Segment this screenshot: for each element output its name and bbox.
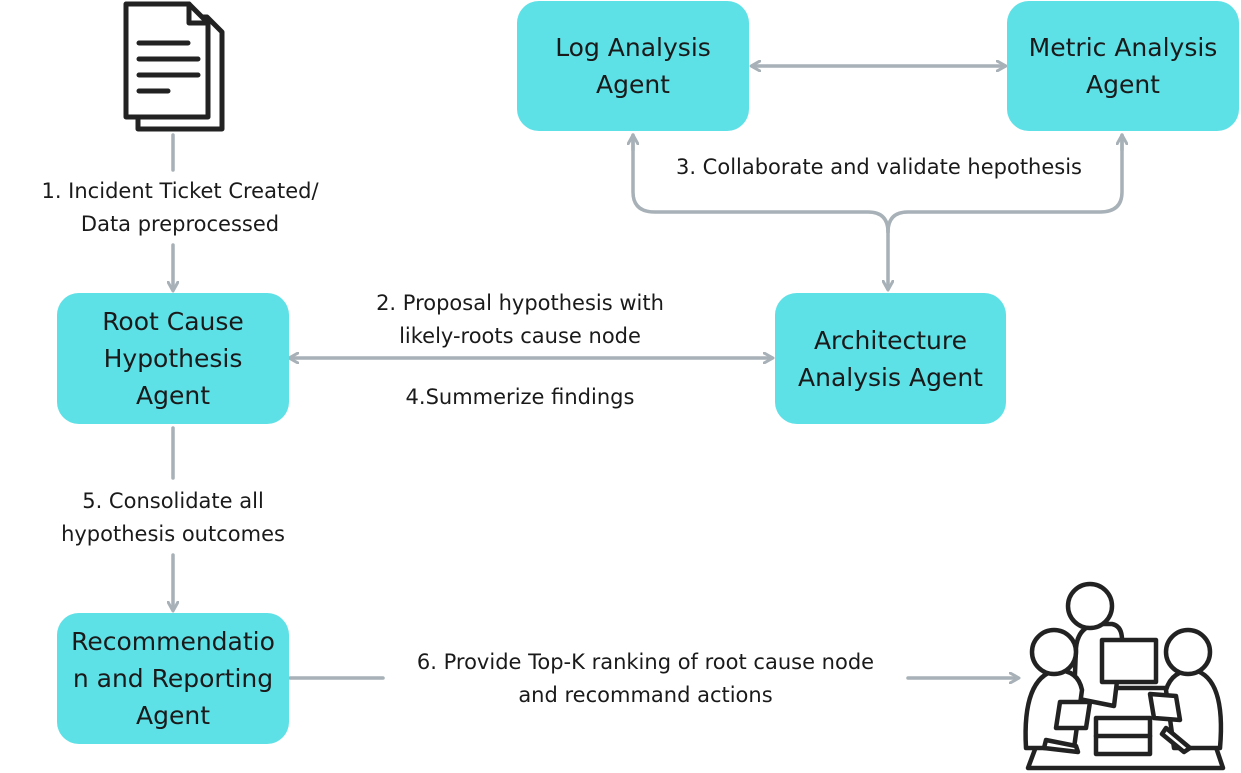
node-log-analysis-agent: Log Analysis Agent <box>517 1 749 131</box>
edge-fork-metric <box>886 133 1124 234</box>
node-architecture-analysis-agent: Architecture Analysis Agent <box>775 293 1006 424</box>
edge-label-step6: 6. Provide Top-K ranking of root cause n… <box>416 650 875 707</box>
edge-label-step2: 2. Proposal hypothesis with likely-roots… <box>376 291 664 348</box>
node-recommendation-reporting-agent-label: Recommendatio n and Reporting Agent <box>71 627 275 730</box>
edge-label-step1: 1. Incident Ticket Created/ Data preproc… <box>41 179 319 236</box>
node-root-cause-hypothesis-agent-label: Root Cause Hypothesis Agent <box>102 307 244 410</box>
node-root-cause-hypothesis-agent: Root Cause Hypothesis Agent <box>57 293 289 424</box>
edge-fork-log <box>631 133 890 234</box>
node-recommendation-reporting-agent: Recommendatio n and Reporting Agent <box>57 613 289 744</box>
document-icon <box>123 1 225 132</box>
edge-label-step3: 3. Collaborate and validate hepothesis <box>675 155 1083 179</box>
team-meeting-icon <box>1023 581 1226 771</box>
edge-label-step5: 5. Consolidate all hypothesis outcomes <box>61 489 285 546</box>
node-log-analysis-agent-label: Log Analysis Agent <box>555 33 711 99</box>
node-metric-analysis-agent-label: Metric Analysis Agent <box>1028 33 1218 99</box>
node-metric-analysis-agent: Metric Analysis Agent <box>1007 1 1239 131</box>
node-architecture-analysis-agent-label: Architecture Analysis Agent <box>798 325 983 392</box>
edge-label-step4: 4.Summerize findings <box>405 385 635 409</box>
